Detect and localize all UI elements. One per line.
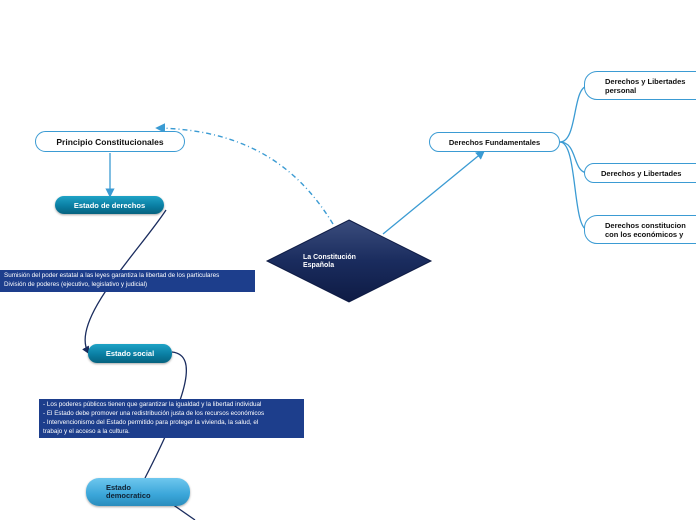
node-branch-2[interactable]: Derechos y Libertades bbox=[584, 163, 696, 183]
note-estado-derechos: Sumisión del poder estatal a las leyes g… bbox=[0, 270, 255, 292]
central-node-shape[interactable] bbox=[265, 219, 433, 303]
node-estado-social-label: Estado social bbox=[105, 349, 155, 358]
link-branch-1 bbox=[559, 85, 589, 143]
note-estado-social: - Los poderes públicos tienen que garant… bbox=[39, 399, 304, 438]
link-branch-3 bbox=[559, 141, 589, 231]
node-derechos-fundamentales-label: Derechos Fundamentales bbox=[448, 137, 541, 147]
node-branch-2-label: Derechos y Libertades bbox=[601, 168, 682, 178]
node-estado-democratico[interactable]: Estado democratico bbox=[86, 478, 190, 506]
node-branch-1-label: Derechos y Libertades personal bbox=[605, 76, 686, 95]
link-estado-social-democratico bbox=[144, 351, 187, 479]
node-branch-3[interactable]: Derechos constitucion con los económicos… bbox=[584, 215, 696, 244]
node-estado-derechos-label: Estado de derechos bbox=[73, 200, 146, 210]
link-democratico-down bbox=[171, 503, 196, 520]
node-estado-social[interactable]: Estado social bbox=[88, 344, 172, 363]
node-estado-democratico-label: Estado democratico bbox=[106, 483, 151, 500]
node-branch-1[interactable]: Derechos y Libertades personal bbox=[584, 71, 696, 100]
central-node-label: La Constitución Española bbox=[303, 254, 356, 269]
node-derechos-fundamentales[interactable]: Derechos Fundamentales bbox=[429, 132, 560, 152]
link-central-derechos bbox=[382, 150, 486, 235]
node-branch-3-label: Derechos constitucion con los económicos… bbox=[605, 220, 686, 239]
node-principio-constitucionales[interactable]: Principio Constitucionales bbox=[35, 131, 185, 152]
node-principio-label: Principio Constitucionales bbox=[56, 136, 164, 147]
node-estado-derechos[interactable]: Estado de derechos bbox=[55, 196, 164, 214]
